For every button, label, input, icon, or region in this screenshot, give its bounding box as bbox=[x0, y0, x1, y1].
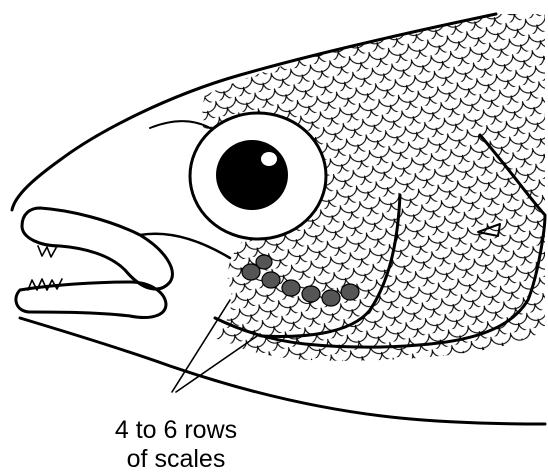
marked-scale bbox=[256, 255, 272, 269]
marked-scale bbox=[322, 290, 340, 306]
pointer-line bbox=[172, 300, 230, 392]
caption-line-1: 4 to 6 rows bbox=[76, 416, 276, 445]
eye-pupil bbox=[216, 140, 288, 210]
caption-line-2: of scales bbox=[76, 445, 276, 474]
upper-lip bbox=[22, 208, 172, 289]
marked-scale bbox=[302, 286, 320, 302]
snout-line bbox=[150, 121, 210, 128]
pointer-line bbox=[176, 334, 260, 392]
marked-scale bbox=[282, 280, 300, 296]
upper-teeth bbox=[38, 246, 56, 257]
scale-rows-caption: 4 to 6 rows of scales bbox=[76, 416, 276, 474]
eye-highlight bbox=[261, 152, 277, 166]
marked-scale bbox=[341, 284, 359, 300]
marked-scale bbox=[262, 272, 280, 288]
